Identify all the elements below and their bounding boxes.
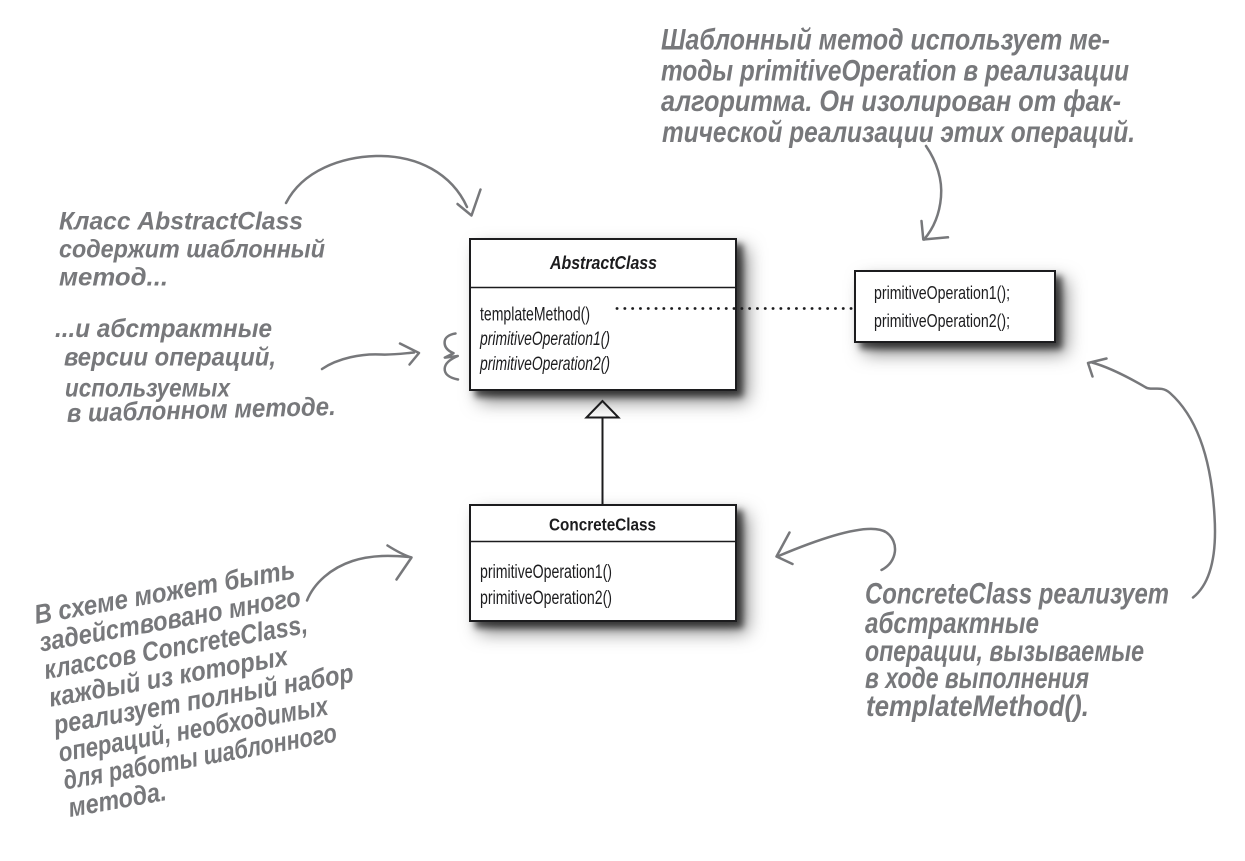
svg-text:primitiveOperation2();: primitiveOperation2();: [874, 311, 1010, 331]
svg-text:содержит шаблонный: содержит шаблонный: [59, 236, 325, 264]
svg-text:версии операций,: версии операций,: [64, 341, 276, 371]
svg-text:primitiveOperation2(): primitiveOperation2(): [479, 354, 610, 375]
svg-text:ConcreteClass реализует: ConcreteClass реализует: [865, 578, 1169, 611]
svg-text:тоды primitiveOperation в реал: тоды primitiveOperation в реализации: [661, 54, 1129, 87]
svg-text:используемых: используемых: [65, 372, 231, 402]
svg-text:Класс AbstractClass: Класс AbstractClass: [59, 207, 303, 235]
svg-text:абстрактные: абстрактные: [865, 607, 1039, 640]
svg-text:primitiveOperation1(): primitiveOperation1(): [480, 562, 612, 583]
svg-text:templateMethod().: templateMethod().: [866, 690, 1089, 723]
svg-text:в шаблонном методе.: в шаблонном методе.: [66, 391, 336, 428]
svg-text:метод...: метод...: [59, 264, 168, 292]
svg-text:templateMethod(): templateMethod(): [480, 304, 590, 326]
svg-text:AbstractClass: AbstractClass: [549, 252, 657, 273]
svg-text:тической реализации этих опера: тической реализации этих операций.: [662, 116, 1135, 149]
svg-text:операции, вызываемые: операции, вызываемые: [865, 635, 1144, 668]
svg-text:ConcreteClass: ConcreteClass: [549, 515, 656, 535]
svg-text:в ходе выполнения: в ходе выполнения: [865, 662, 1089, 695]
svg-text:алгоритма. Он изолирован от фа: алгоритма. Он изолирован от фак-: [661, 85, 1121, 118]
svg-text:primitiveOperation1();: primitiveOperation1();: [874, 283, 1010, 303]
svg-text:primitiveOperation1(): primitiveOperation1(): [479, 329, 610, 350]
svg-text:Шаблонный метод использует ме-: Шаблонный метод использует ме-: [661, 24, 1110, 57]
svg-text:...и абстрактные: ...и абстрактные: [55, 313, 272, 343]
svg-text:primitiveOperation2(): primitiveOperation2(): [480, 588, 612, 609]
